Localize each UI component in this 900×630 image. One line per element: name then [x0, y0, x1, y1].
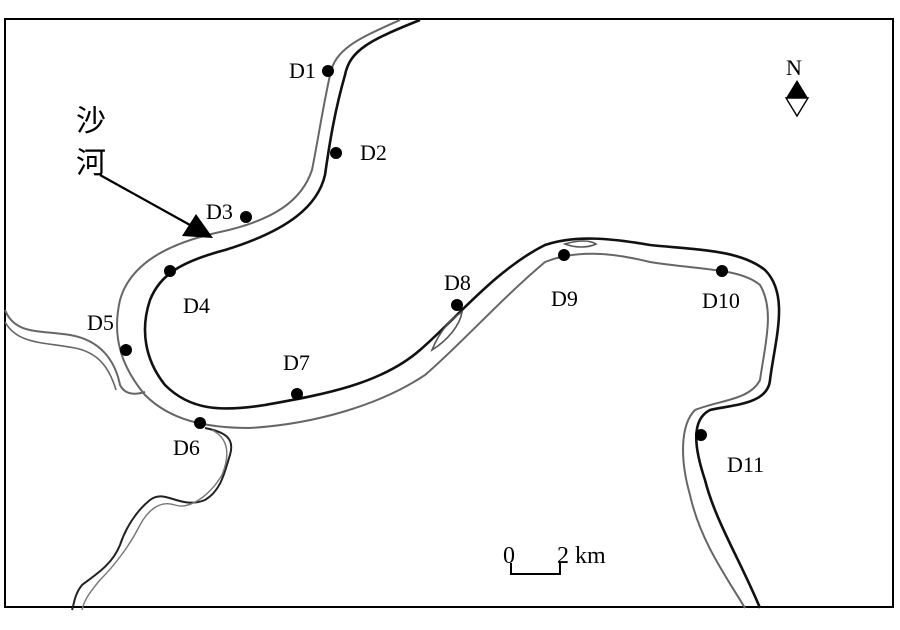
scale-zero-label: 0: [503, 543, 515, 569]
tributary-south-inner: [81, 429, 228, 611]
site-d3-label: D3: [206, 199, 233, 224]
site-d2-label: D2: [360, 140, 387, 165]
scale-distance-label: 2 km: [557, 543, 606, 569]
scale-bar-line: [510, 563, 561, 575]
north-arrow-icon: [786, 80, 808, 98]
site-d10-marker: [716, 265, 728, 277]
site-d4-label: D4: [183, 293, 210, 318]
river-island-d8: [430, 310, 464, 352]
site-d6-marker: [194, 417, 206, 429]
site-d5-label: D5: [87, 310, 114, 335]
river-bank-light: [116, 19, 769, 609]
river-bank-dark: [143, 18, 781, 609]
river-name-char-1: 沙: [76, 104, 106, 139]
site-d4-marker: [164, 265, 176, 277]
site-d1-label: D1: [289, 58, 316, 83]
site-d3-marker: [240, 211, 252, 223]
site-d10-label: D10: [702, 288, 740, 313]
scale-bar: 0 2 km: [503, 543, 606, 575]
site-d9-label: D9: [551, 286, 578, 311]
tributary-west: [4, 309, 146, 395]
site-d6-label: D6: [173, 435, 200, 460]
site-d9-marker: [558, 249, 570, 261]
site-d7-marker: [291, 388, 303, 400]
site-d1-marker: [322, 65, 334, 77]
tributary-west-inner: [4, 321, 117, 391]
site-d11-marker: [695, 429, 707, 441]
site-d2-marker: [330, 147, 342, 159]
arrow-head-icon: [182, 214, 213, 238]
site-d8-label: D8: [444, 270, 471, 295]
river-island-d9: [562, 240, 598, 248]
north-label: N: [786, 55, 802, 80]
tributary-south: [71, 427, 233, 611]
site-d11-label: D11: [727, 452, 764, 477]
north-arrow-lower-icon: [784, 97, 810, 118]
site-d5-marker: [120, 344, 132, 356]
river-name-char-2: 河: [76, 146, 106, 181]
site-d8-marker: [451, 299, 463, 311]
sampling-points: [120, 65, 728, 441]
river-label-arrow-line: [99, 174, 191, 226]
site-d7-label: D7: [283, 350, 310, 375]
